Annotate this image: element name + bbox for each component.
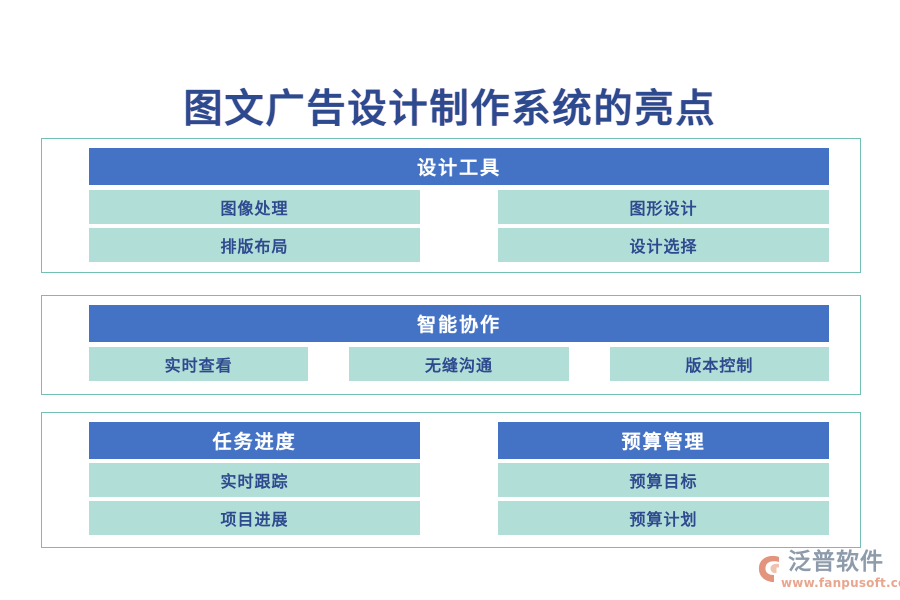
section-2-column-3: 版本控制: [609, 347, 829, 385]
section-1-header-wrap: 设计工具: [89, 148, 829, 185]
section-2-column-2: 无缝沟通: [349, 347, 569, 385]
section-2-item-3[interactable]: 版本控制: [609, 347, 829, 381]
section-smart-collaboration: 智能协作 实时查看 无缝沟通 版本控制: [41, 295, 861, 395]
brand-url: www.fanpusoft.com: [781, 576, 900, 590]
section-2-item-1[interactable]: 实时查看: [89, 347, 309, 381]
section-1-column-left: 图像处理 排版布局: [89, 190, 420, 263]
section-design-tools: 设计工具 图像处理 排版布局 图形设计 设计选择: [41, 138, 861, 273]
watermark-logo: 泛普软件 www.fanpusoft.com: [755, 549, 900, 593]
section-1-item-4[interactable]: 设计选择: [498, 228, 829, 262]
section-3-header-task-progress[interactable]: 任务进度: [89, 422, 420, 459]
section-3-item-1[interactable]: 实时跟踪: [89, 463, 420, 497]
section-2-items: 实时查看 无缝沟通 版本控制: [89, 347, 829, 385]
brand-name: 泛普软件: [788, 549, 884, 575]
section-1-item-3[interactable]: 图形设计: [498, 190, 829, 224]
section-3-item-3[interactable]: 预算目标: [498, 463, 829, 497]
section-2-column-1: 实时查看: [89, 347, 309, 385]
section-progress-and-budget: 任务进度 实时跟踪 项目进展 预算管理 预算目标 预算计划: [41, 412, 861, 548]
section-2-header-wrap: 智能协作: [89, 305, 829, 342]
page-title: 图文广告设计制作系统的亮点: [183, 86, 717, 132]
section-1-item-2[interactable]: 排版布局: [89, 228, 420, 262]
section-1-item-1[interactable]: 图像处理: [89, 190, 420, 224]
section-3-item-4[interactable]: 预算计划: [498, 501, 829, 535]
section-3-header-budget-management[interactable]: 预算管理: [498, 422, 829, 459]
section-3-columns: 任务进度 实时跟踪 项目进展 预算管理 预算目标 预算计划: [89, 422, 829, 538]
section-1-items: 图像处理 排版布局 图形设计 设计选择: [89, 190, 829, 263]
section-3-item-2[interactable]: 项目进展: [89, 501, 420, 535]
section-2-item-2[interactable]: 无缝沟通: [349, 347, 569, 381]
section-1-header-bar[interactable]: 设计工具: [89, 148, 829, 185]
fanpu-swirl-icon: [755, 553, 785, 583]
section-3-column-task-progress: 任务进度 实时跟踪 项目进展: [89, 422, 420, 538]
section-2-header-bar[interactable]: 智能协作: [89, 305, 829, 342]
section-3-column-budget-management: 预算管理 预算目标 预算计划: [498, 422, 829, 538]
section-1-column-right: 图形设计 设计选择: [498, 190, 829, 263]
